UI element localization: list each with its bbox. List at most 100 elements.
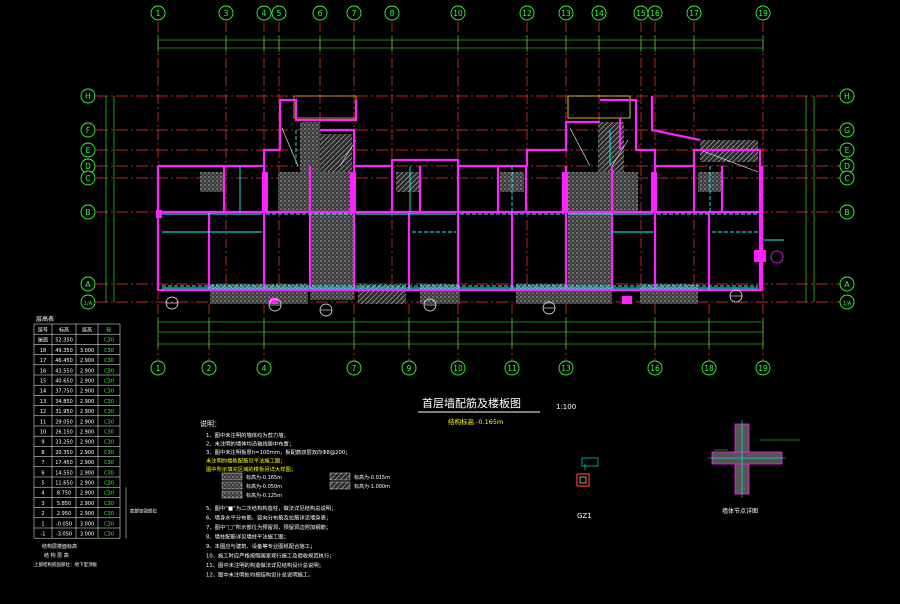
floor-table-cell-3-3: C30 — [104, 358, 114, 364]
floor-table-cell-12-0: 8 — [41, 450, 44, 456]
gz1-label: GZ1 — [577, 512, 592, 520]
floor-table-cell-18-0: 2 — [41, 511, 44, 517]
floor-table-cell-0-3: 砼 — [106, 327, 111, 334]
floor-table-cell-1-3: C30 — [104, 338, 114, 344]
notes-more-line-4: 9、本图应与建筑、设备等专业图纸配合施工； — [206, 542, 315, 550]
wall-detail-label: 墙体节点详图 — [722, 507, 758, 515]
axis-bubble-top-16-label: 16 — [650, 9, 660, 18]
notes-more-line-2: 7、图中“□”所示部位为预留洞，预留洞边附加钢筋； — [206, 523, 331, 531]
axis-bubble-left-F-circle — [80, 122, 96, 138]
wall-block-4 — [156, 210, 162, 218]
axis-bubble-bottom-19-circle — [755, 360, 771, 376]
axis-bubble-left-F-label: F — [86, 126, 90, 135]
axis-bubble-bottom-18-circle — [701, 360, 717, 376]
axis-bubble-top-6-circle — [312, 5, 328, 21]
floor-table-cell-5-2: 2.900 — [80, 379, 94, 385]
axis-bubble-bottom-9-circle — [401, 360, 417, 376]
dimension-lines — [105, 36, 815, 348]
notes-more-line-1: 6、墙身水平分布筋、竖向分布筋及拉筋详见墙身表； — [206, 514, 331, 522]
axis-bubble-left-H: H — [80, 88, 96, 104]
axis-bubble-left-B-circle — [80, 204, 96, 220]
floor-table-footer-1: 结构层楼面标高 — [42, 543, 77, 550]
axis-bubble-top-16: 16 — [647, 5, 663, 21]
legend-label-4: 标高为-0.125m — [246, 492, 282, 499]
diagonal-lines — [281, 127, 629, 167]
axis-bubble-right-1-A: 1/A — [839, 294, 855, 310]
notes-line-0: 1、图中未注明的墙体均为剪力墙； — [206, 431, 289, 439]
axis-bubble-bottom-4: 4 — [256, 360, 272, 376]
floor-table-cell-19-3: C30 — [104, 521, 114, 527]
shear-walls — [156, 96, 766, 304]
legend-swatch-3 — [329, 481, 351, 490]
floor-table-cell-14-3: C30 — [104, 470, 114, 476]
axis-bubble-top-19-label: 19 — [758, 9, 768, 18]
axis-bubble-top-3: 3 — [218, 5, 234, 21]
floor-table-cell-0-1: 标高 — [59, 327, 69, 334]
axis-bubble-top-7-label: 7 — [352, 9, 357, 18]
floor-table-cell-18-2: 2.900 — [80, 511, 94, 517]
floor-table-cell-17-0: 3 — [41, 501, 44, 507]
floor-table-cell-8-3: C30 — [104, 409, 114, 415]
axis-bubble-bottom-7-circle — [346, 360, 362, 376]
axis-bubble-left-1-A-label: 1/A — [84, 301, 93, 307]
floor-table-cell-16-0: 4 — [41, 491, 44, 497]
axis-bubble-right-B-circle — [839, 204, 855, 220]
axis-bubble-left-H-circle — [80, 88, 96, 104]
notes-line-4: 图中所示填充区域的楼板另详大样图； — [206, 465, 296, 473]
axis-bubble-top-6: 6 — [312, 5, 328, 21]
elevation-note: 结构标高 -0.165m — [448, 417, 503, 426]
floor-table-cell-1-1: 52.350 — [55, 338, 73, 344]
floor-table-cell-15-2: 2.900 — [80, 481, 94, 487]
notes-heading: 说明： — [200, 419, 221, 428]
drawing-scale: 1:100 — [556, 403, 576, 411]
axis-bubble-bottom-9: 9 — [401, 360, 417, 376]
floor-table-cell-12-2: 2.900 — [80, 450, 94, 456]
wall-2 — [278, 98, 358, 150]
floor-table-cell-12-1: 20.350 — [55, 450, 73, 456]
axis-bubble-right-C-circle — [839, 170, 855, 186]
floor-table-cell-16-1: 8.750 — [57, 491, 71, 497]
axis-bubble-bottom-4-label: 4 — [262, 364, 267, 373]
hatched-area-3 — [310, 212, 354, 300]
axis-bubble-top-10-label: 10 — [453, 9, 463, 18]
floor-table-cell-0-0: 层号 — [38, 328, 48, 334]
axis-bubble-top-14-label: 14 — [594, 9, 604, 18]
floor-table-cell-3-0: 17 — [40, 358, 46, 364]
axis-bubble-bottom-13-circle — [558, 360, 574, 376]
axis-bubble-left-A-circle — [80, 276, 96, 292]
axis-bubble-top-12: 12 — [519, 5, 535, 21]
axis-bubble-right-E-label: E — [845, 146, 850, 155]
wall-block-6 — [270, 298, 278, 304]
floor-table-cell-4-3: C30 — [104, 368, 114, 374]
axis-bubble-bottom-1-label: 1 — [156, 364, 161, 373]
detail-marker-right — [770, 250, 784, 264]
axis-bubble-right-A: A — [839, 276, 855, 292]
floor-table-cell-9-1: 29.050 — [55, 419, 73, 425]
floor-table-cell-11-0: 9 — [41, 440, 44, 446]
axis-bubble-top-14: 14 — [591, 5, 607, 21]
axis-bubble-top-10: 10 — [450, 5, 466, 21]
axis-bubble-top-17: 17 — [686, 5, 702, 21]
wall-4 — [458, 120, 600, 168]
axis-bubble-top-1-label: 1 — [156, 9, 161, 18]
axis-bubble-top-1-circle — [150, 5, 166, 21]
floor-table-cell-18-1: 2.950 — [57, 511, 71, 517]
axis-bubble-right-B: B — [839, 204, 855, 220]
axis-bubble-right-D-label: D — [844, 162, 850, 171]
axis-bubble-bottom-13: 13 — [558, 360, 574, 376]
axis-bubble-bottom-9-label: 9 — [407, 364, 412, 373]
notes-more-line-0: 5、图中“■”为二次结构构造柱，做法详见结构总说明； — [206, 504, 336, 512]
axis-bubble-top-5-circle — [271, 5, 287, 21]
axis-bubble-bottom-2-label: 2 — [207, 364, 212, 373]
floor-table-cell-15-0: 5 — [41, 481, 44, 487]
axis-bubble-top-12-circle — [519, 5, 535, 21]
axis-bubble-bottom-11-circle — [504, 360, 520, 376]
axis-bubble-right-E-circle — [839, 142, 855, 158]
axis-bubble-top-8: 8 — [384, 5, 400, 21]
axis-bubble-top-4-label: 4 — [262, 9, 267, 18]
hatched-area-0 — [278, 172, 354, 212]
wall-3 — [352, 150, 460, 168]
wall-6 — [692, 148, 762, 290]
